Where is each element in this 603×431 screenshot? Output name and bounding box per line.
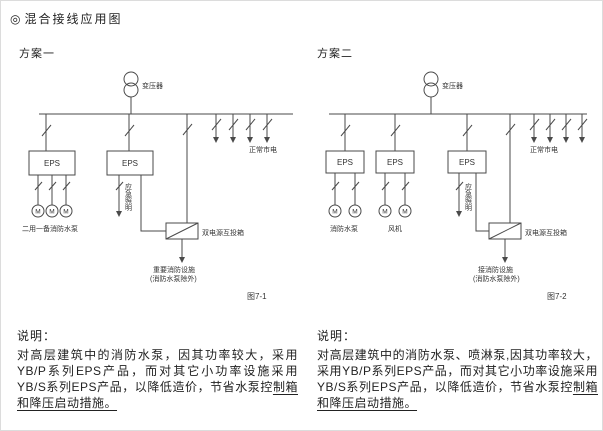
note-text: 对高层建筑中的消防水泵、喷淋泵,因其功率较大，采用YB/P系列EPS产品，而对其… [317, 348, 598, 394]
transfer-box-label: 双电源互投箱 [525, 228, 567, 237]
note-text-underlined: 制箱和降压启动措施。 [17, 380, 298, 410]
eps-label: EPS [122, 159, 138, 168]
pump-motor-branches [328, 173, 362, 218]
motor-label: M [332, 209, 337, 216]
transfer-box-symbol [165, 222, 199, 257]
load-label-line2: (消防水泵除外) [473, 274, 520, 283]
motor-label: M [63, 209, 68, 216]
mains-label: 正常市电 [530, 145, 558, 154]
feeder-eps1 [325, 114, 365, 174]
page-title: ◎混合接线应用图 [10, 10, 123, 27]
scheme2-heading: 方案二 [317, 48, 353, 60]
eps-label: EPS [337, 158, 353, 167]
note-text: 对高层建筑中的消防水泵，因其功率较大，采用YB/P系列EPS产品，而对其它小功率… [17, 348, 298, 394]
emergency-lighting-branch [455, 173, 464, 211]
motor-label: M [352, 209, 357, 216]
load-label-line1: 重要消防设施 [153, 265, 195, 274]
transfer-box-symbol [488, 222, 522, 257]
motor-label: M [382, 209, 387, 216]
motor-branches [31, 175, 73, 218]
bus-to-ats-wire [182, 114, 193, 223]
note-title: 说明： [317, 329, 357, 343]
eps-to-ats-wire [475, 173, 489, 232]
figure-caption: 图7-2 [547, 292, 567, 301]
note-body: 对高层建筑中的消防水泵，因其功率较大，采用YB/P系列EPS产品，而对其它小功率… [17, 347, 298, 411]
bus-to-ats-wire [505, 114, 516, 223]
eps-to-ats-wire [140, 175, 166, 232]
figure-caption: 图7-1 [247, 292, 267, 301]
note-text-underlined: 制箱和降压启动措施。 [317, 380, 598, 410]
pump-label: 消防水泵 [330, 224, 358, 233]
scheme1-diagram: 变压器 EPS EPS M M M 二用一备消防水泵 应急照明 双电源互投箱 重… [22, 71, 293, 301]
motor-label: M [49, 209, 54, 216]
transformer-symbol [423, 71, 439, 114]
feeder-eps3 [447, 114, 487, 174]
scheme2-diagram: 变压器 EPS EPS EPS M M M M 消防水泵 风机 应急照明 双电源… [325, 71, 588, 301]
note-body: 对高层建筑中的消防水泵、喷淋泵,因其功率较大，采用YB/P系列EPS产品，而对其… [317, 347, 598, 411]
feeder-eps2 [106, 114, 154, 176]
load-label-line2: (消防水泵除外) [150, 274, 197, 283]
motor-label: M [402, 209, 407, 216]
arrowheads [116, 137, 270, 263]
fan-label: 风机 [388, 224, 402, 233]
eps-label: EPS [44, 159, 60, 168]
transformer-label: 变压器 [442, 81, 463, 90]
emergency-lighting-branch [115, 175, 124, 211]
fan-motor-branches [378, 173, 412, 218]
eps-label: EPS [459, 158, 475, 167]
mains-feeders [529, 114, 588, 137]
transfer-box-label: 双电源互投箱 [202, 228, 244, 237]
mains-feeders [211, 114, 273, 137]
scheme1-heading: 方案一 [19, 48, 55, 60]
pump-group-label: 二用一备消防水泵 [22, 224, 78, 233]
emergency-lighting-label: 应急照明 [125, 182, 133, 212]
double-circle-icon: ◎ [10, 12, 21, 26]
transformer-symbol [123, 71, 139, 114]
motor-label: M [35, 209, 40, 216]
page-title-text: 混合接线应用图 [24, 12, 123, 26]
note-title: 说明： [17, 329, 57, 343]
load-label-line1: 接消防设施 [478, 265, 513, 274]
eps-label: EPS [387, 158, 403, 167]
scheme1-note: 说明： 对高层建筑中的消防水泵，因其功率较大，采用YB/P系列EPS产品，而对其… [17, 327, 298, 411]
feeder-eps2 [375, 114, 415, 174]
arrowheads [456, 137, 585, 263]
mains-label: 正常市电 [249, 145, 277, 154]
transformer-label: 变压器 [142, 81, 163, 90]
scheme2-note: 说明： 对高层建筑中的消防水泵、喷淋泵,因其功率较大，采用YB/P系列EPS产品… [317, 327, 598, 411]
emergency-lighting-label: 应急照明 [465, 182, 473, 212]
